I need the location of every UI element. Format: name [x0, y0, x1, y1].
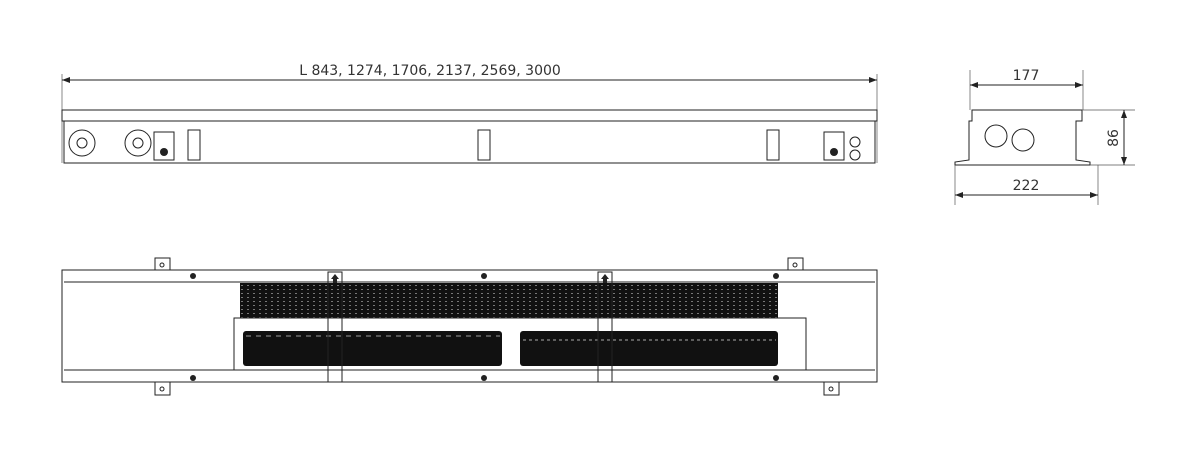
end-profile — [954, 109, 1091, 166]
screw — [481, 273, 487, 279]
screw — [190, 273, 196, 279]
bracket-hole — [159, 386, 165, 392]
inlet-connector-inner — [76, 137, 88, 149]
body — [63, 120, 876, 164]
bracket-left — [187, 129, 201, 161]
bracket-right — [766, 129, 780, 161]
screw — [773, 375, 779, 381]
trench-frame — [61, 269, 878, 383]
bracket-hole — [159, 262, 165, 268]
mounting-bracket — [154, 381, 171, 396]
bracket-center — [477, 129, 491, 161]
side-view: L 843, 1274, 1706, 2137, 2569, 3000 — [61, 63, 878, 164]
height-label: 86 — [1106, 129, 1122, 147]
inlet-connector — [68, 129, 96, 157]
support-strap-right — [597, 271, 613, 383]
mounting-bracket — [787, 257, 804, 271]
bracket-hole — [828, 386, 834, 392]
fitting-top — [849, 136, 861, 148]
mounting-bracket — [154, 257, 171, 271]
outlet-connector — [124, 129, 152, 157]
valve-right — [830, 148, 838, 156]
valve-left — [160, 148, 168, 156]
length-dimension-label: L 843, 1274, 1706, 2137, 2569, 3000 — [299, 63, 561, 79]
screw — [481, 375, 487, 381]
valve-box-right — [823, 131, 845, 161]
top-frame — [61, 109, 878, 122]
fan-housing — [233, 317, 807, 371]
width-bottom-label: 222 — [1013, 178, 1040, 194]
connector-hole-2 — [1011, 128, 1035, 152]
outlet-connector-inner — [132, 137, 144, 149]
arrow-up-icon — [601, 274, 609, 283]
fan-module-left — [243, 331, 502, 366]
screw — [773, 273, 779, 279]
bracket-hole — [792, 262, 798, 268]
valve-box-left — [153, 131, 175, 161]
end-view: 177 86 222 — [954, 68, 1135, 205]
plan-view — [61, 257, 878, 396]
arrow-up-icon — [331, 274, 339, 283]
support-strap-left — [327, 271, 343, 383]
fitting-bottom — [849, 149, 861, 161]
fan-module-right — [520, 331, 778, 366]
mounting-bracket — [823, 381, 840, 396]
connector-hole-1 — [984, 124, 1008, 148]
heat-exchanger-fins — [240, 283, 778, 318]
width-top-label: 177 — [1013, 68, 1040, 84]
screw — [190, 375, 196, 381]
